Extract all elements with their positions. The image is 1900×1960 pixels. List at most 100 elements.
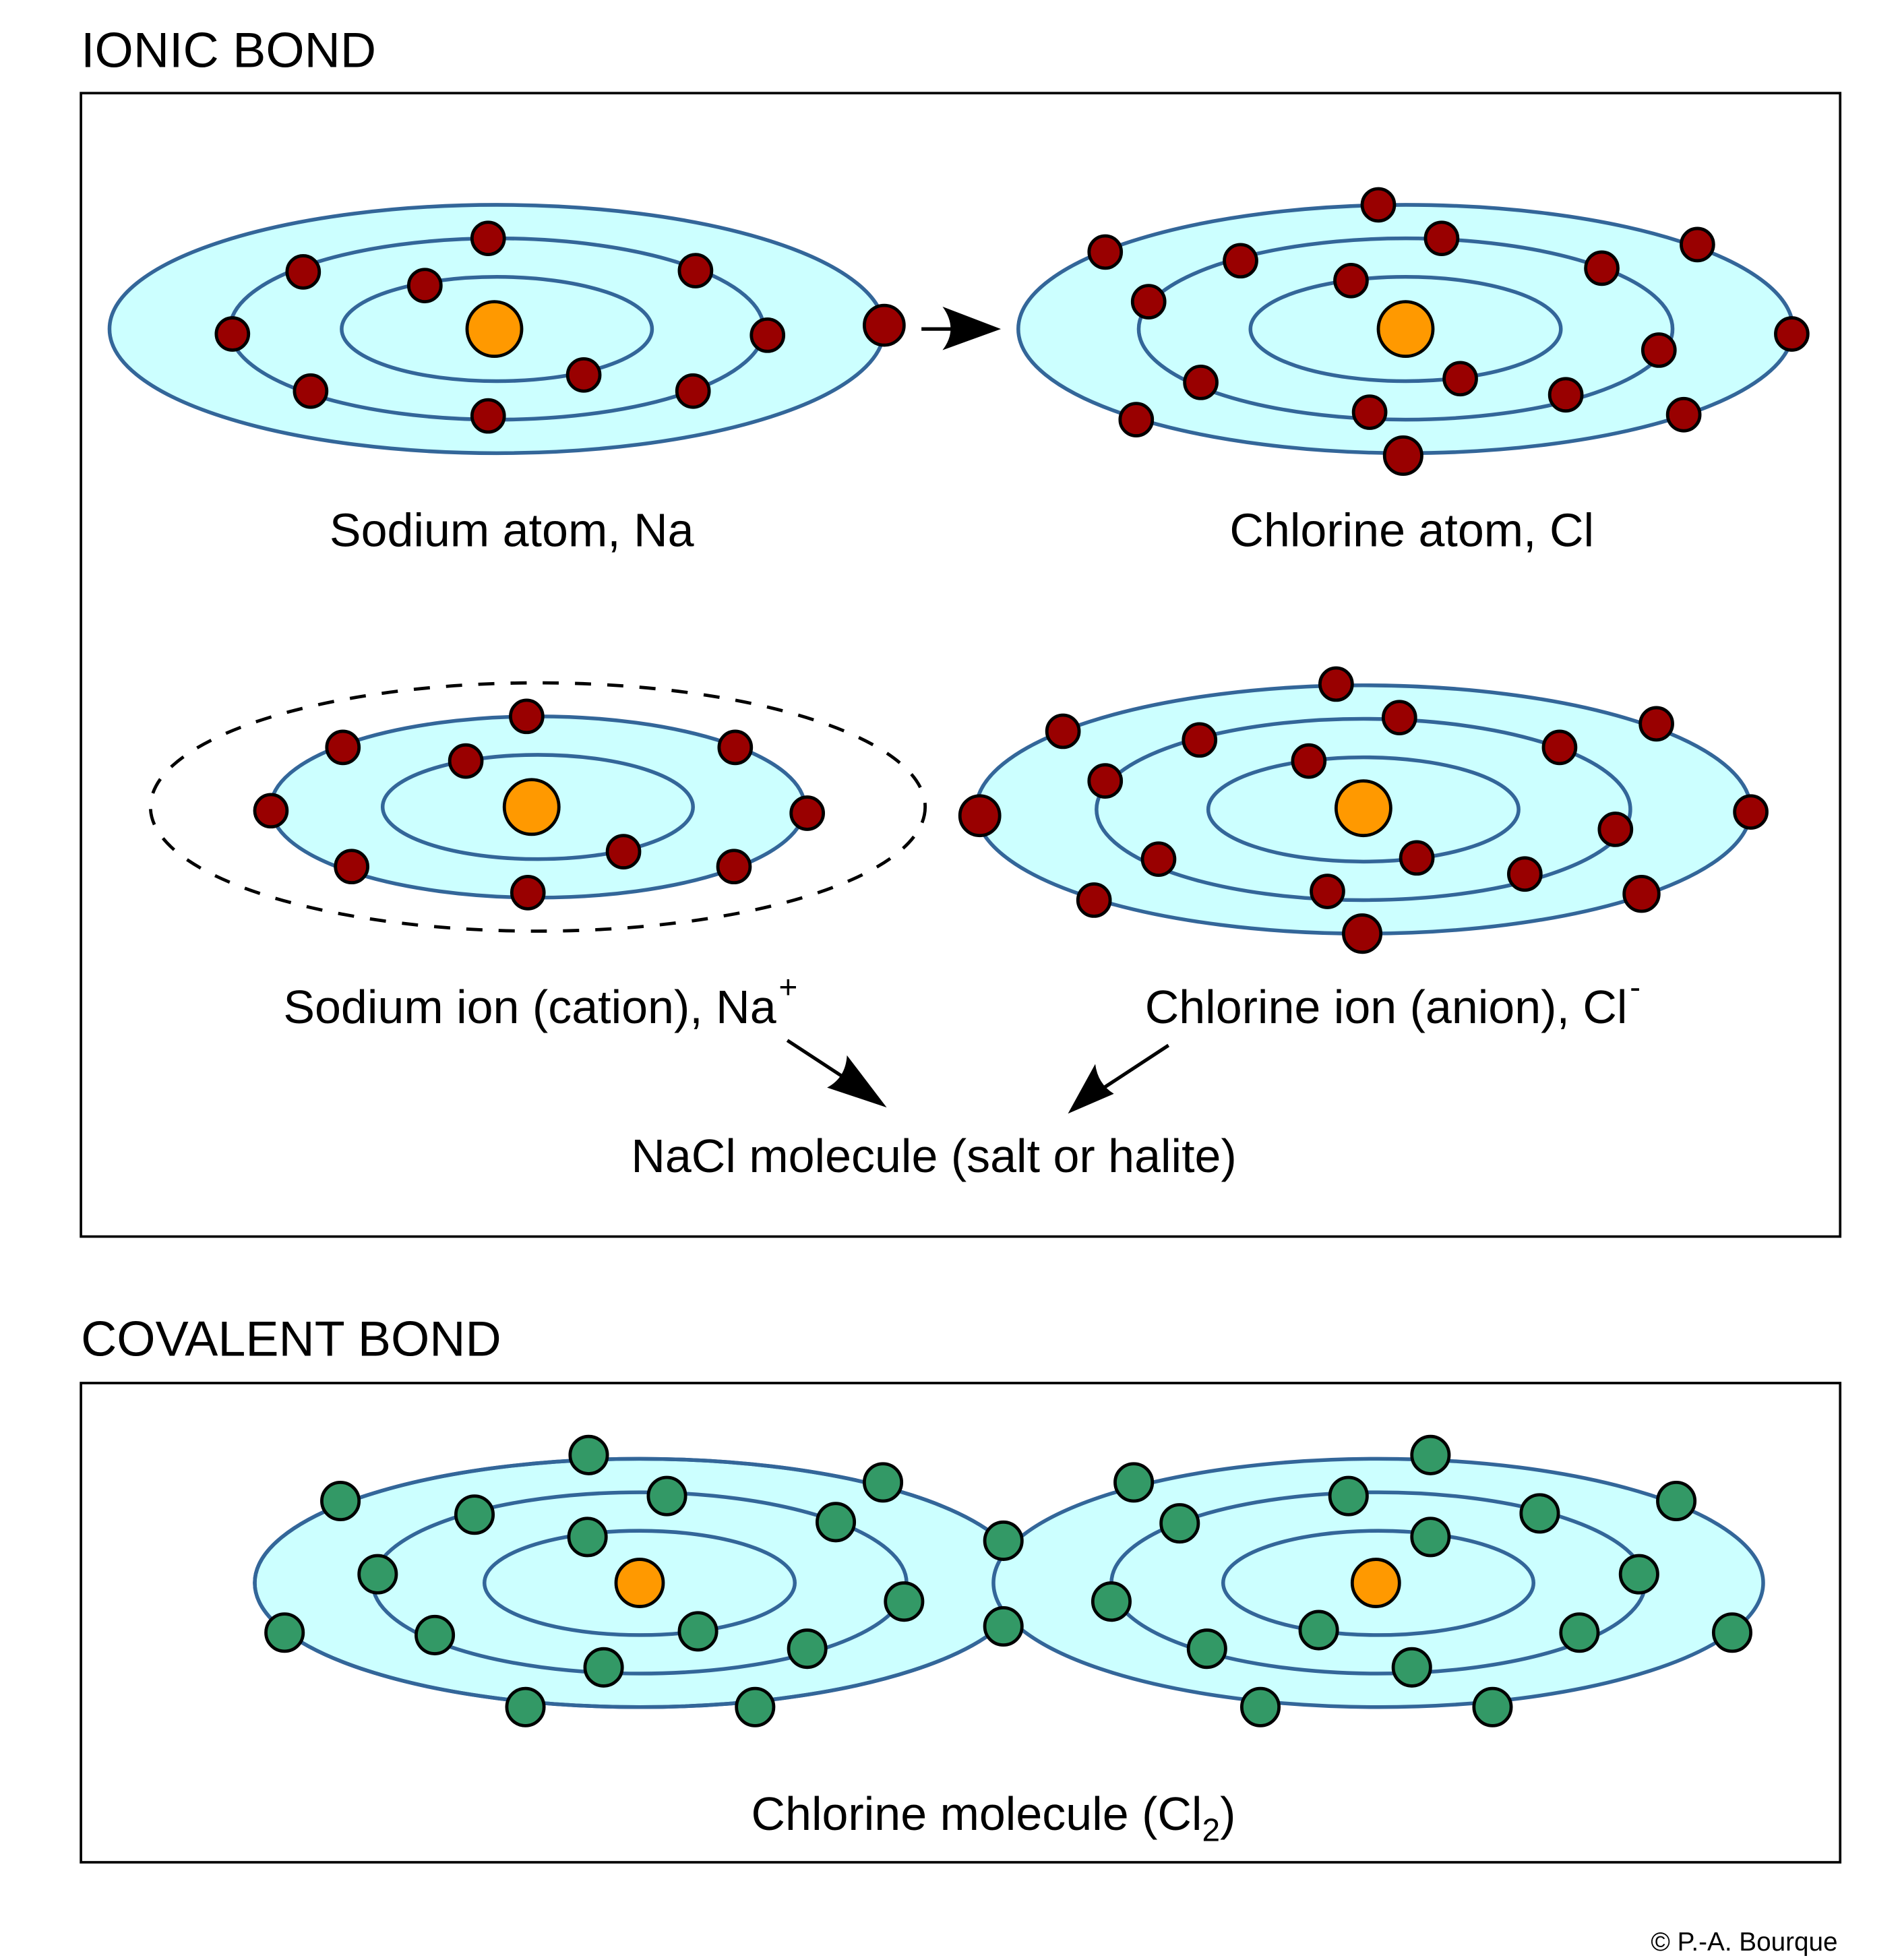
electron — [717, 729, 754, 766]
covalent-bond-title: COVALENT BOND — [81, 1310, 501, 1366]
arrow-head-icon — [827, 1055, 887, 1108]
electron — [1541, 729, 1578, 766]
sodium-ion-label: Sodium ion (cation), Na+ — [283, 970, 797, 1033]
electron — [677, 253, 714, 288]
sodium-ion-label-text: Sodium ion (cation), Na — [283, 981, 776, 1033]
electron — [1091, 1581, 1132, 1622]
electron — [1381, 700, 1417, 736]
electron — [863, 303, 906, 347]
electron — [1045, 713, 1081, 749]
electron — [1472, 1686, 1513, 1727]
electron — [1186, 1628, 1227, 1670]
chlorine-molecule-label: Chlorine molecule (Cl2) — [751, 1787, 1235, 1849]
electron — [1442, 361, 1478, 397]
chlorine-atom — [1016, 187, 1810, 477]
chlorine-ion-charge: - — [1630, 970, 1641, 1006]
electron — [568, 1434, 609, 1475]
electron — [677, 1611, 718, 1652]
nucleus — [465, 300, 524, 359]
electron — [1298, 1610, 1339, 1651]
electron — [1399, 840, 1435, 876]
electron — [320, 1480, 361, 1522]
chlorine-atom-label: Chlorine atom, Cl — [1229, 503, 1594, 556]
electron — [675, 373, 711, 409]
electron — [884, 1581, 925, 1622]
electron — [1118, 402, 1155, 437]
chlorine-ion — [958, 666, 1769, 954]
electron — [334, 849, 369, 885]
electron — [1638, 706, 1674, 742]
electron — [863, 1462, 904, 1503]
electron — [1774, 316, 1810, 352]
electron — [583, 1647, 624, 1688]
electron — [983, 1520, 1024, 1561]
electron — [293, 373, 329, 409]
electron — [1519, 1493, 1560, 1534]
electron — [1547, 377, 1584, 413]
shell-1 — [380, 753, 695, 861]
electron — [1087, 234, 1124, 270]
chlorine-molecule-label-text: Chlorine molecule (Cl — [751, 1787, 1202, 1840]
cation-to-molecule-arrow — [786, 1039, 887, 1108]
electron — [958, 794, 1002, 838]
electron — [983, 1606, 1024, 1647]
electron — [509, 698, 545, 735]
electron — [1618, 1554, 1659, 1595]
arrow-head-icon — [1068, 1064, 1114, 1114]
electron — [1622, 875, 1661, 913]
electron — [646, 1475, 687, 1517]
electron — [253, 793, 289, 829]
electron — [787, 1628, 828, 1670]
electron — [567, 1517, 608, 1558]
chlorine-molecule — [253, 1434, 1765, 1727]
electron — [1310, 874, 1345, 909]
electron — [716, 849, 752, 885]
electron — [510, 875, 546, 911]
electron — [406, 268, 443, 304]
electron — [1333, 262, 1369, 299]
chlorine-ion-label: Chlorine ion (anion), Cl- — [1145, 970, 1641, 1033]
nucleus — [1350, 1558, 1401, 1608]
electron — [1291, 743, 1327, 779]
electron — [1391, 1647, 1432, 1688]
electron — [1239, 1686, 1281, 1727]
electron — [816, 1502, 857, 1543]
electron — [1351, 394, 1388, 430]
anion-to-molecule-arrow — [1068, 1043, 1170, 1114]
electron — [1733, 794, 1769, 830]
electron — [1328, 1475, 1369, 1517]
electron — [285, 254, 321, 290]
electron — [1597, 811, 1634, 847]
electron — [1140, 841, 1177, 878]
electron — [1223, 243, 1258, 279]
electron — [1656, 1480, 1697, 1522]
electron — [470, 220, 506, 257]
electron — [1410, 1517, 1451, 1558]
electron — [1584, 250, 1620, 286]
nucleus — [502, 778, 561, 836]
electron — [1087, 763, 1124, 799]
electron — [1423, 220, 1460, 257]
electron — [325, 729, 361, 766]
chlorine-atom-left — [253, 1434, 1026, 1727]
electron — [1641, 332, 1677, 368]
nucleus — [1376, 300, 1435, 359]
electron — [1182, 722, 1218, 758]
electron — [735, 1686, 776, 1727]
shared-electron-pair — [983, 1520, 1024, 1647]
ionic-bond-title: IONIC BOND — [81, 22, 376, 78]
copyright-notice: © P.-A. Bourque — [1651, 1928, 1837, 1957]
chlorine-molecule-subscript: 2 — [1202, 1813, 1220, 1849]
chlorine-atom-right — [991, 1434, 1765, 1727]
electron — [1076, 882, 1112, 918]
empty-outer-shell — [148, 681, 927, 933]
electron — [357, 1554, 398, 1595]
arrow-head-icon — [942, 306, 1002, 350]
electron — [1507, 856, 1543, 892]
electron — [415, 1614, 456, 1655]
electron — [1680, 226, 1715, 263]
electron — [454, 1494, 495, 1535]
nacl-molecule-label: NaCl molecule (salt or halite) — [631, 1130, 1236, 1182]
arrow-shaft — [1095, 1043, 1170, 1095]
